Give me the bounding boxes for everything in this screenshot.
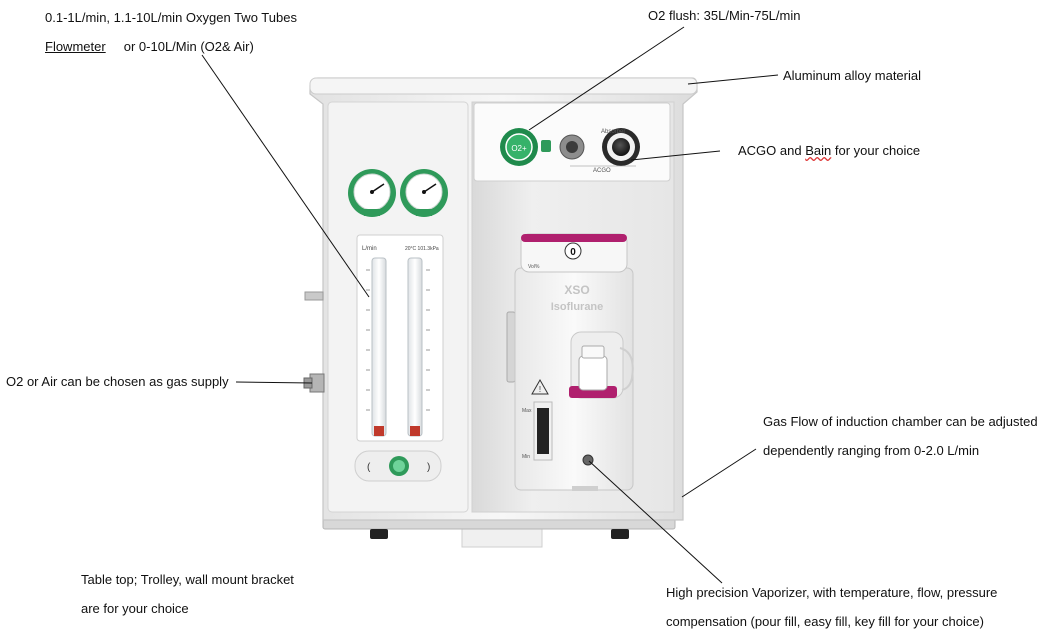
foot-left: [370, 529, 388, 539]
knob-arrow-left: (: [367, 462, 371, 473]
o2-flush-annotation: O2 flush: 35L/Min-75L/min: [648, 8, 801, 23]
mount-annotation: Table top; Trolley, wall mount bracket a…: [81, 565, 294, 623]
vaporizer-agent-code: XSO: [564, 283, 589, 297]
induction-annotation-line1: Gas Flow of induction chamber can be adj…: [763, 414, 1038, 429]
flowmeter-annotation-line1: 0.1-1L/min, 1.1-10L/min Oxygen Two Tubes: [45, 10, 297, 25]
acgo-annotation-post: for your choice: [831, 143, 921, 158]
absorber-label: Absorber: [601, 129, 625, 135]
o2-flush-button[interactable]: O2+: [500, 128, 538, 166]
flowmeter-annotation-rest: or 0-10L/Min (O2& Air): [123, 39, 254, 54]
vaporizer: 0 Vol% XSO Isoflurane ! Max Min: [506, 233, 634, 491]
aluminum-annotation: Aluminum alloy material: [783, 68, 921, 83]
mount-annotation-line2: are for your choice: [81, 601, 189, 616]
vaporizer-annotation-line1: High precision Vaporizer, with temperatu…: [666, 585, 998, 600]
foot-right: [611, 529, 629, 539]
flowmeter-temp-label: 20°C 101.3kPa: [405, 246, 439, 252]
vaporizer-agent-name: Isoflurane: [551, 301, 604, 313]
flow-tube-scale: [366, 269, 430, 411]
pressure-gauge-right: [400, 169, 448, 217]
vaporizer-max-label: Max: [522, 408, 532, 414]
flowmeter-unit-label: L/min: [362, 246, 377, 252]
flowmeter-annotation: 0.1-1L/min, 1.1-10L/min Oxygen Two Tubes…: [45, 3, 297, 61]
vaporizer-min-label: Min: [522, 454, 530, 460]
gas-supply-annotation: O2 or Air can be chosen as gas supply: [6, 374, 229, 389]
induction-annotation-line2: dependently ranging from 0-2.0 L/min: [763, 443, 980, 458]
vaporizer-dial-value: 0: [570, 247, 576, 258]
induction-annotation: Gas Flow of induction chamber can be adj…: [763, 407, 1038, 465]
acgo-annotation: ACGO and Bain for your choice: [738, 136, 920, 165]
acgo-label: ACGO: [593, 168, 611, 174]
flowmeter-word: Flowmeter: [45, 39, 106, 54]
o2-flush-leader: [528, 26, 685, 131]
knob-arrow-right: ): [427, 462, 430, 473]
flow-tube-right: [407, 257, 423, 437]
vaporizer-leader: [588, 460, 723, 584]
gas-supply-leader: [235, 381, 313, 384]
aluminum-leader: [687, 74, 779, 85]
vaporizer-annotation: High precision Vaporizer, with temperatu…: [666, 578, 997, 636]
acgo-leader: [630, 150, 721, 161]
acgo-annotation-bain: Bain: [805, 143, 832, 158]
vaporizer-vol-label: Vol%: [528, 264, 540, 270]
acgo-annotation-pre: ACGO and: [738, 143, 806, 158]
flow-tube-left: [371, 257, 387, 437]
pressure-gauge-left: [348, 169, 396, 217]
cabinet-lid: [309, 77, 698, 95]
flush-indicator: [541, 140, 551, 152]
svg-text:!: !: [539, 385, 541, 394]
flowmeter-leader: [201, 54, 370, 298]
induction-leader: [681, 448, 757, 498]
flush-button-label: O2+: [511, 144, 527, 153]
mount-annotation-line1: Table top; Trolley, wall mount bracket: [81, 572, 294, 587]
flowmeter-annotation-line2: Flowmeter or 0-10L/Min (O2& Air): [45, 32, 297, 61]
bain-connector: [559, 134, 585, 160]
upper-gas-inlet: [304, 291, 324, 301]
acgo-port[interactable]: [602, 128, 640, 166]
vaporizer-annotation-line2: compensation (pour fill, easy fill, key …: [666, 614, 984, 629]
flow-control-knob[interactable]: [389, 456, 409, 476]
